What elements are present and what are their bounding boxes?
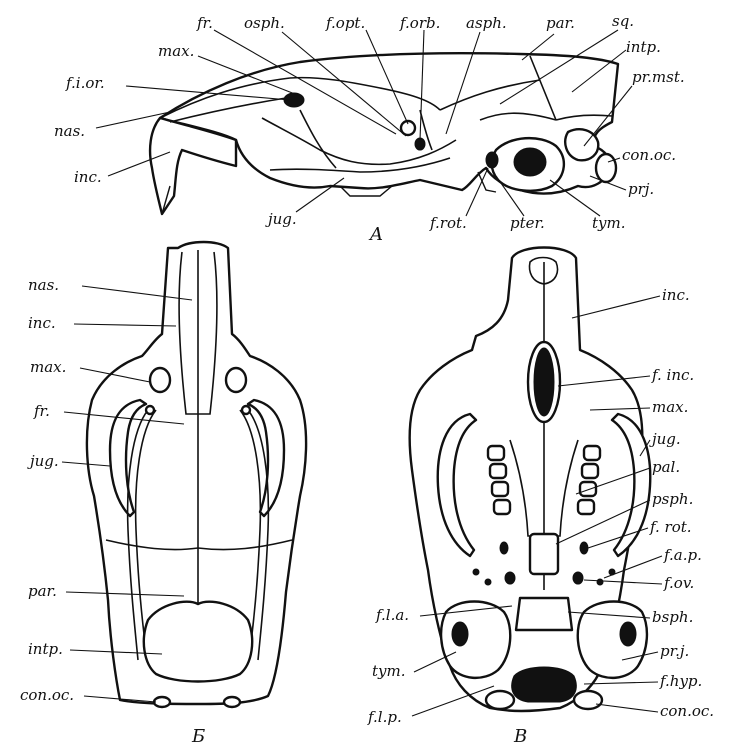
label-a-max: max. [158,42,194,60]
label-c-max: max. [652,398,688,416]
label-c-fap: f.a.p. [663,546,702,564]
label-b-inc: inc. [28,314,56,332]
occipital-condyle-right [224,697,240,707]
presphenoid [530,534,558,574]
foramen-magnum [512,667,577,702]
label-a-fopt: f.opt. [325,14,365,32]
basisphenoid [516,598,572,630]
rotundum-foramen-lateral [486,152,498,168]
panel-b-dorsal-view [87,242,306,707]
panel-letter-a: A [368,224,383,245]
label-a-inc: inc. [74,168,102,186]
label-c-prj: pr.j. [660,642,689,660]
label-b-conoc: con.oc. [20,686,74,704]
premaxilla-lobe-right [226,368,246,392]
label-b-nas: nas. [28,276,59,294]
panel-c-ventral-view [410,248,651,712]
label-a-pter: pter. [510,214,545,232]
panel-letter-b: Б [191,726,205,747]
bulla-opening-right [620,622,636,646]
occipital-condyle-lateral [596,154,616,182]
label-c-bsph: bsph. [652,608,693,626]
occipital-condyle-ventral-left [486,691,514,709]
label-c-psph: psph. [652,490,693,508]
label-a-fior: f.i.or. [65,74,105,92]
incisive-foramen [534,348,554,416]
label-c-fov: f.ov. [663,574,694,592]
label-b-intp: intp. [28,640,63,658]
label-a-intp: intp. [626,38,661,56]
foramen-ovale-right [573,572,583,584]
label-b-max: max. [30,358,66,376]
occipital-condyle-left [154,697,170,707]
panel-a-lateral-view [150,53,618,214]
foramen-rotundum-right [580,542,588,554]
label-a-nas: nas. [54,122,85,140]
label-b-par: par. [28,582,57,600]
label-c-flp: f.l.p. [367,708,402,726]
label-a-par: par. [546,14,575,32]
foramen-rotundum-left [500,542,508,554]
label-a-forb: f.orb. [399,14,440,32]
foramen-ovale-left [505,572,515,584]
external-auditory-meatus [514,148,546,176]
occipital-condyle-ventral-right [574,691,602,709]
label-a-sq: sq. [612,12,634,30]
label-a-jug: jug. [265,210,297,228]
label-c-tym: tym. [372,662,406,680]
label-a-asph: asph. [466,14,507,32]
interparietal [144,602,252,682]
label-b-jug: jug. [27,452,59,470]
label-c-fla: f.l.a. [375,606,409,624]
premaxilla-lobe-left [150,368,170,392]
label-a-osph: osph. [244,14,285,32]
label-c-frot: f. rot. [649,518,692,536]
label-c-conoc: con.oc. [660,702,714,720]
label-a-prj: prj. [628,180,654,198]
label-a-fr: fr. [196,14,213,32]
label-c-inc: inc. [662,286,690,304]
panel-letter-c: В [513,726,527,747]
label-a-tym: tym. [592,214,626,232]
label-c-pal: pal. [652,458,680,476]
label-a-conoc: con.oc. [622,146,676,164]
label-a-prmst: pr.mst. [632,68,685,86]
label-c-jug: jug. [649,430,681,448]
label-c-finc: f. inc. [651,366,694,384]
label-c-fhyp: f.hyp. [659,672,702,690]
label-a-frot: f.rot. [429,214,467,232]
label-b-fr: fr. [33,402,50,420]
bulla-opening-left [452,622,468,646]
